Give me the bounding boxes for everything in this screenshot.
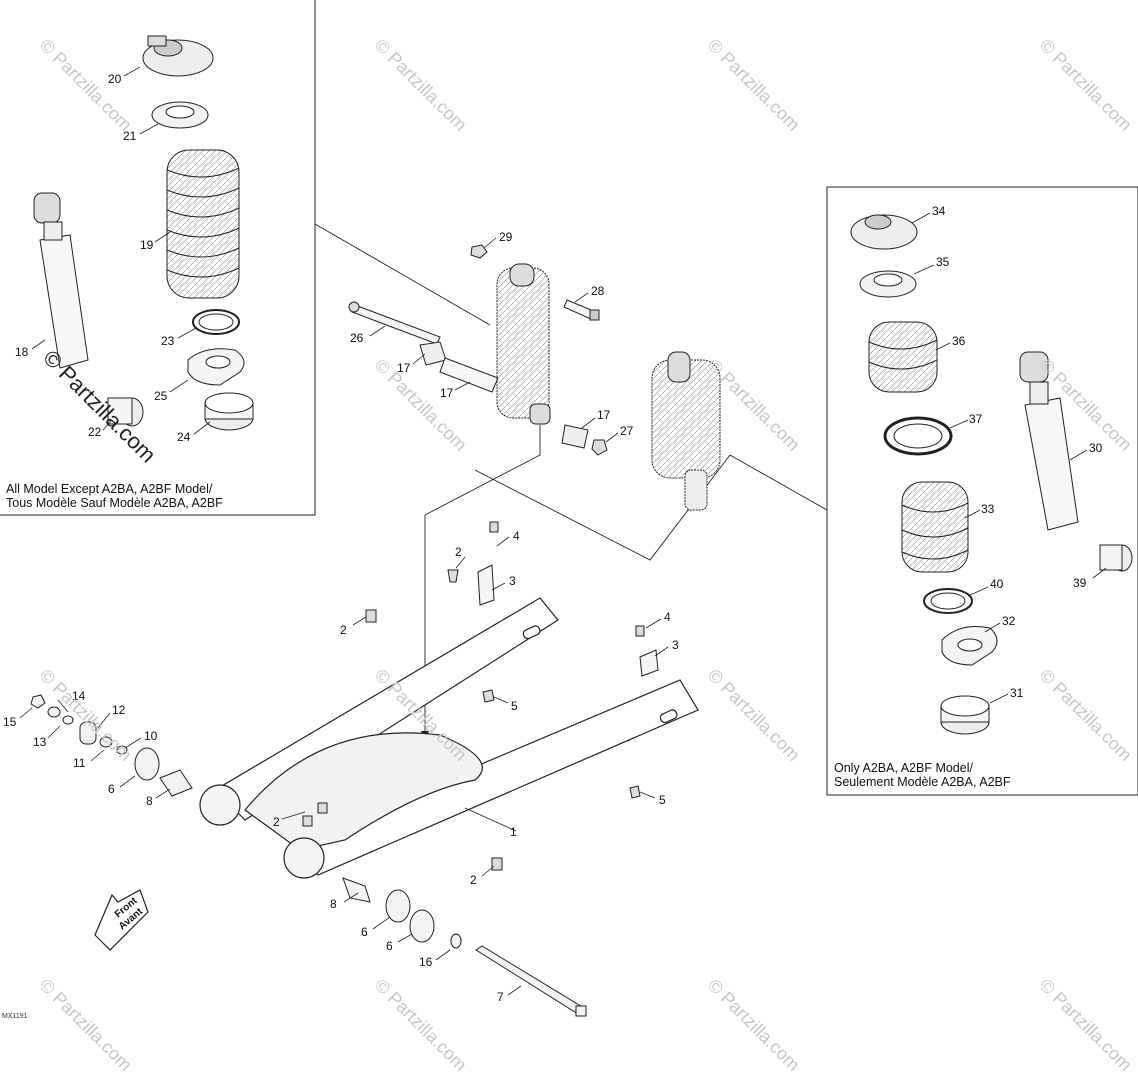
part-24-ring [192,309,240,335]
callout-23: 22 [88,425,102,439]
callout-5b: 5 [659,793,666,807]
part-32-adjuster-nut [940,695,990,735]
part-37-upper-spring [868,321,938,393]
callout-37: 36 [952,334,966,348]
callout-32: 31 [1010,686,1024,700]
callout-6a: 6 [108,782,115,796]
part-19-shock-absorber [33,192,89,369]
callout-40: 40 [990,577,1004,591]
callout-2c: 2 [273,815,280,829]
part-29-bolt [563,299,600,321]
part-36-spring-retainer [859,270,917,298]
callout-29: 28 [591,284,605,298]
part-middle-shock-spring [496,263,551,425]
callout-12: 12 [112,703,126,717]
part-38-spring-divider [883,416,953,456]
group-leader-lines [314,223,828,740]
callout-4b: 4 [664,610,671,624]
part-35-spring-seat [850,214,918,250]
callout-17: 17 [397,361,411,375]
front-arrow-icon: Front Avant [94,889,149,951]
left-box-caption-line1: All Model Except A2BA, A2BF Model/ [6,482,213,496]
callout-24: 23 [161,334,175,348]
right-box-caption-line2: Seulement Modèle A2BA, A2BF [834,775,1011,789]
callout-17b: 17 [597,408,611,422]
callout-20: 19 [140,238,154,252]
callout-28: 27 [620,424,634,438]
part-18-sleeve [439,357,499,393]
part-33-adjuster-plate [941,626,998,666]
swing-arm-hardware [302,521,659,871]
part-26-adjuster-plate [187,348,245,386]
callout-31: 30 [1089,441,1103,455]
callout-30: 29 [499,230,513,244]
callout-8b: 8 [330,897,337,911]
diagram-code: MX1191 [2,1013,28,1020]
callout-14: 14 [72,689,86,703]
callout-27: 26 [350,331,364,345]
callout-11: 11 [73,756,86,770]
part-40-ring [923,588,973,614]
callout-25: 24 [177,430,191,444]
part-28-nut [591,439,608,456]
callout-26: 25 [154,389,168,403]
callout-2b: 2 [340,623,347,637]
callout-21: 20 [108,72,122,86]
callout-6c: 6 [386,939,393,953]
callout-2a: 2 [455,545,462,559]
part-39-bushing [1099,544,1133,572]
callout-6b: 6 [361,925,368,939]
callout-7: 7 [497,990,504,1004]
callout-35: 34 [932,204,946,218]
callout-leaders [19,66,1107,996]
left-variant-box [0,0,316,516]
callout-5a: 5 [511,699,518,713]
part-17-spacer-lower [561,424,589,449]
callout-4a: 4 [513,529,520,543]
callout-numbers: 20 21 19 18 23 25 22 24 29 28 26 17 17 1… [3,72,1103,1004]
part-23-bushing [107,397,144,427]
pivot-hardware [30,694,587,1017]
part-1-swing-arm [199,597,699,879]
part-alternate-shock [651,351,721,511]
part-30-nut [470,244,488,259]
callout-3a: 3 [509,574,516,588]
right-box-caption: Only A2BA, A2BF Model/ Seulement Modèle … [834,761,1011,789]
callout-3b: 3 [672,638,679,652]
part-20-coil-spring [166,149,240,299]
callout-16: 16 [419,955,433,969]
right-box-caption-line1: Only A2BA, A2BF Model/ [834,761,973,775]
part-25-adjuster-nut [204,392,254,431]
part-21-spring-seat [142,35,214,77]
callout-34: 33 [981,502,995,516]
part-17-spacer-upper [419,341,447,366]
right-variant-box [826,186,1138,796]
callout-38: 37 [969,412,983,426]
callout-10: 10 [144,729,158,743]
callout-8a: 8 [146,794,153,808]
callout-18: 17 [440,386,454,400]
part-22-spring-retainer [151,101,209,129]
callout-19: 18 [15,345,29,359]
callout-36: 35 [936,255,950,269]
callout-33: 32 [1002,614,1016,628]
part-31-shock-absorber [1019,351,1079,531]
callout-13: 13 [33,735,47,749]
callout-15: 15 [3,715,17,729]
left-box-caption: All Model Except A2BA, A2BF Model/ Tous … [6,482,223,510]
diagram-svg: Front Avant 20 21 19 18 23 [0,0,1138,1017]
callout-1: 1 [510,825,517,839]
part-34-lower-spring [901,481,969,573]
left-box-caption-line2: Tous Modèle Sauf Modèle A2BA, A2BF [6,496,223,510]
callout-22: 21 [123,129,137,143]
callout-2d: 2 [470,873,477,887]
callout-39: 39 [1073,576,1087,590]
